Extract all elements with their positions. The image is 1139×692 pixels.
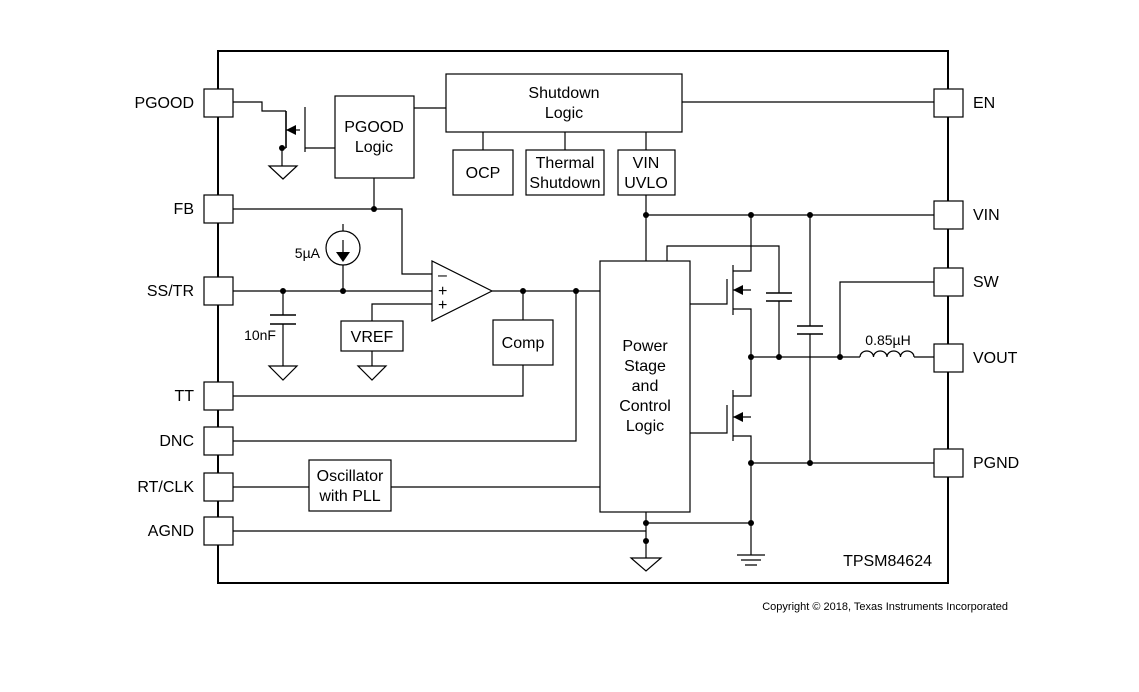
- high-side-fet-arrow: [733, 285, 743, 295]
- pin-pgood: PGOOD: [134, 88, 234, 118]
- ocp-label: OCP: [466, 165, 501, 182]
- current-source: 5µA: [295, 230, 361, 266]
- copyright-text: Copyright © 2018, Texas Instruments Inco…: [762, 601, 1008, 613]
- pin-agnd: AGND: [148, 516, 234, 546]
- pin-label-dnc: DNC: [159, 433, 194, 450]
- pin-sw: SW: [933, 267, 1000, 297]
- shutdown-logic-line1: Shutdown: [528, 85, 599, 102]
- pin-vin: VIN: [933, 200, 1000, 230]
- pin-label-tt: TT: [174, 388, 194, 405]
- thermal-shutdown-block: Thermal Shutdown: [525, 149, 605, 196]
- pgood-logic-line1: PGOOD: [344, 119, 404, 136]
- shutdown-logic-block: Shutdown Logic: [445, 73, 683, 133]
- current-source-label: 5µA: [295, 245, 321, 261]
- pin-label-fb: FB: [174, 201, 194, 218]
- pin-tt: TT: [174, 381, 234, 411]
- inductor-label: 0.85µH: [865, 332, 910, 348]
- ground-symbol-agnd: [629, 557, 663, 572]
- vref-label: VREF: [351, 329, 394, 346]
- module-outline: [217, 50, 949, 584]
- pgood-mosfet: [281, 107, 335, 166]
- pin-label-pgnd: PGND: [973, 455, 1019, 472]
- pin-rt-clk: RT/CLK: [137, 472, 234, 502]
- pin-label-pgood: PGOOD: [134, 95, 194, 112]
- comp-label: Comp: [502, 335, 545, 352]
- vin-uvlo-line2: UVLO: [624, 175, 668, 192]
- ocp-block: OCP: [452, 149, 514, 196]
- ss-capacitor: 10nF: [244, 314, 296, 343]
- shutdown-logic-line2: Logic: [545, 105, 583, 122]
- pin-vout: VOUT: [933, 343, 1018, 373]
- pin-label-ss-tr: SS/TR: [147, 283, 194, 300]
- ground-symbol-pgnd: [737, 554, 765, 566]
- power-stage-line4: Control: [619, 398, 671, 415]
- pin-label-en: EN: [973, 95, 995, 112]
- oscillator-line2: with PLL: [318, 488, 380, 505]
- vin-uvlo-block: VIN UVLO: [617, 149, 676, 196]
- power-stage-line3: and: [632, 378, 659, 395]
- oscillator-block: Oscillator with PLL: [308, 459, 392, 512]
- pin-fb: FB: [174, 194, 234, 224]
- comp-block: Comp: [492, 319, 554, 366]
- low-side-fet-arrow: [733, 412, 743, 422]
- pgood-logic-block: PGOOD Logic: [334, 95, 415, 179]
- pin-en: EN: [933, 88, 995, 118]
- ground-symbol-ss: [267, 365, 299, 381]
- thermal-shutdown-line1: Thermal: [536, 155, 595, 172]
- opamp-plus-2: +: [438, 297, 447, 314]
- ss-capacitor-label: 10nF: [244, 327, 276, 343]
- power-stage-line5: Logic: [626, 418, 664, 435]
- vin-uvlo-line1: VIN: [633, 155, 660, 172]
- pin-pgnd: PGND: [933, 448, 1019, 478]
- ground-symbol-pgood: [267, 165, 299, 180]
- output-capacitor: [797, 325, 823, 335]
- part-number: TPSM84624: [843, 553, 932, 570]
- opamp-minus: –: [438, 267, 447, 284]
- ground-symbol-vref: [356, 365, 388, 381]
- junction-dots: [279, 145, 843, 544]
- pgood-logic-line2: Logic: [355, 139, 393, 156]
- power-stage-line2: Stage: [624, 358, 666, 375]
- pin-label-vin: VIN: [973, 207, 1000, 224]
- output-inductor: 0.85µH: [859, 332, 915, 358]
- boot-capacitor: [766, 292, 792, 302]
- power-stage-line1: Power: [622, 338, 668, 355]
- thermal-shutdown-line2: Shutdown: [529, 175, 600, 192]
- pin-ss-tr: SS/TR: [147, 276, 234, 306]
- oscillator-line1: Oscillator: [317, 468, 384, 485]
- pin-label-sw: SW: [973, 274, 1000, 291]
- opamp-plus-1: +: [438, 283, 447, 300]
- pin-label-vout: VOUT: [973, 350, 1018, 367]
- pin-label-rt-clk: RT/CLK: [137, 479, 194, 496]
- error-amplifier: – + +: [431, 260, 494, 322]
- vref-block: VREF: [340, 320, 404, 352]
- pin-label-agnd: AGND: [148, 523, 194, 540]
- power-stage-block: Power Stage and Control Logic: [599, 260, 691, 513]
- pin-dnc: DNC: [159, 426, 234, 456]
